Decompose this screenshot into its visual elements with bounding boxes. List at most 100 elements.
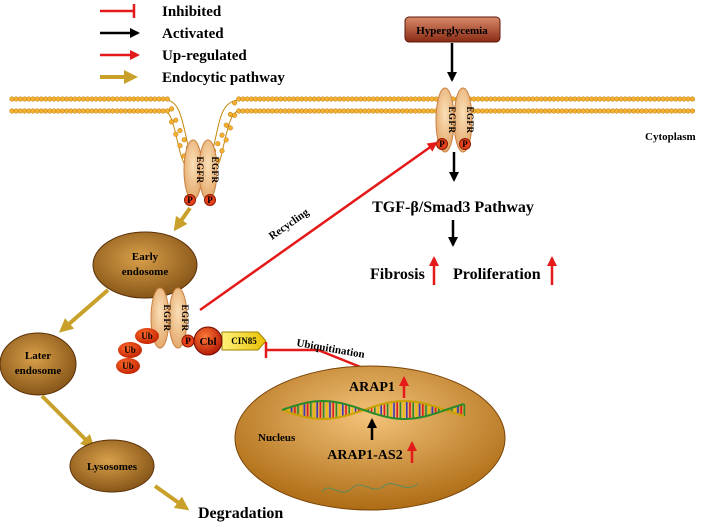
membrane-bead xyxy=(660,96,666,102)
membrane-bead xyxy=(614,96,620,102)
membrane-bead xyxy=(181,137,187,143)
membrane-bead xyxy=(681,108,687,114)
membrane-bead xyxy=(97,108,103,114)
egfr-label: EGFR xyxy=(180,304,190,331)
membrane-bead xyxy=(673,108,679,114)
arap1-as2-label: ARAP1-AS2 xyxy=(327,448,402,463)
membrane-bead xyxy=(538,108,544,114)
membrane-bead xyxy=(240,96,246,102)
membrane-bead xyxy=(274,96,280,102)
membrane-bead xyxy=(391,108,397,114)
membrane-bead xyxy=(408,96,414,102)
membrane-bead xyxy=(101,96,107,102)
membrane-bead xyxy=(652,108,658,114)
membrane-bead xyxy=(93,108,99,114)
membrane-bead xyxy=(509,96,515,102)
membrane-bead xyxy=(143,96,149,102)
membrane-bead xyxy=(521,108,527,114)
egfr-label: EGFR xyxy=(195,156,205,183)
membrane-bead xyxy=(593,108,599,114)
membrane-bead xyxy=(131,96,137,102)
membrane-bead xyxy=(17,96,23,102)
membrane-bead xyxy=(555,108,561,114)
membrane-bead xyxy=(353,108,359,114)
membrane-bead xyxy=(534,96,540,102)
membrane-bead xyxy=(639,108,645,114)
membrane-bead xyxy=(412,96,418,102)
membrane-bead xyxy=(400,108,406,114)
membrane-bead xyxy=(30,108,36,114)
later-endosome-label-1: Later xyxy=(25,350,51,362)
ubiquitination-inhibition xyxy=(266,348,364,370)
membrane-bead xyxy=(320,108,326,114)
hyperglycemia-box: Hyperglycemia xyxy=(404,16,501,43)
membrane-bead xyxy=(286,108,292,114)
membrane-bead xyxy=(80,108,86,114)
nucleus: Nucleus ARAP1 ARAP1-AS2 xyxy=(234,365,506,511)
membrane-bead xyxy=(47,96,53,102)
egfr-dimer-endosomal: EGFR EGFR xyxy=(150,287,190,349)
phospho-label: P xyxy=(187,195,193,205)
nucleus-label: Nucleus xyxy=(258,432,296,444)
membrane-bead xyxy=(547,96,553,102)
legend-endocytic-label: Endocytic pathway xyxy=(162,70,285,86)
membrane-bead xyxy=(30,96,36,102)
membrane-bead xyxy=(236,96,242,102)
membrane-bead xyxy=(610,108,616,114)
membrane-bead xyxy=(362,96,368,102)
legend: Inhibited Activated Up-regulated Endocyt… xyxy=(100,4,285,86)
membrane-bead xyxy=(307,108,313,114)
membrane-bead xyxy=(475,108,481,114)
membrane-bead xyxy=(85,96,91,102)
membrane-bead xyxy=(253,108,259,114)
membrane-bead xyxy=(379,96,385,102)
membrane-bead xyxy=(101,108,107,114)
membrane-bead xyxy=(337,96,343,102)
membrane-bead xyxy=(349,108,355,114)
egfr-label: EGFR xyxy=(465,106,475,133)
membrane-bead xyxy=(257,96,263,102)
membrane-bead xyxy=(127,96,133,102)
membrane-bead xyxy=(358,96,364,102)
phospho-label: P xyxy=(185,336,191,346)
membrane-bead xyxy=(34,96,40,102)
membrane-bead xyxy=(643,96,649,102)
membrane-bead xyxy=(215,141,221,147)
hyperglycemia-label: Hyperglycemia xyxy=(416,25,488,37)
membrane-bead xyxy=(223,137,229,143)
membrane-bead xyxy=(589,108,595,114)
membrane-bead xyxy=(68,96,74,102)
membrane-bead xyxy=(148,96,154,102)
membrane-bead xyxy=(404,108,410,114)
membrane-bead xyxy=(685,108,691,114)
egfr-dimer-pit: EGFR EGFR P P xyxy=(183,139,220,206)
membrane-bead xyxy=(580,96,586,102)
membrane-bead xyxy=(622,108,628,114)
membrane-bead xyxy=(551,96,557,102)
membrane-bead xyxy=(618,108,624,114)
lncrna-strand xyxy=(321,483,419,493)
membrane-bead xyxy=(324,108,330,114)
fibrosis-label: Fibrosis xyxy=(370,266,425,283)
membrane-bead xyxy=(601,108,607,114)
membrane-bead xyxy=(169,106,175,112)
legend-inhibited: Inhibited xyxy=(100,4,222,20)
cytoplasm-label: Cytoplasm xyxy=(645,131,696,143)
membrane-bead xyxy=(278,108,284,114)
membrane-bead xyxy=(391,96,397,102)
membrane-bead xyxy=(122,96,128,102)
membrane-bead xyxy=(584,108,590,114)
membrane-bead xyxy=(681,96,687,102)
membrane-bead xyxy=(677,108,683,114)
membrane-bead xyxy=(55,96,61,102)
membrane-bead xyxy=(227,125,233,131)
membrane-bead xyxy=(51,108,57,114)
membrane-bead xyxy=(177,143,183,149)
membrane-bead xyxy=(576,96,582,102)
membrane-bead xyxy=(177,128,183,134)
dna-helix xyxy=(281,400,466,420)
membrane-bead xyxy=(500,96,506,102)
membrane-bead xyxy=(332,108,338,114)
membrane-bead xyxy=(559,96,565,102)
